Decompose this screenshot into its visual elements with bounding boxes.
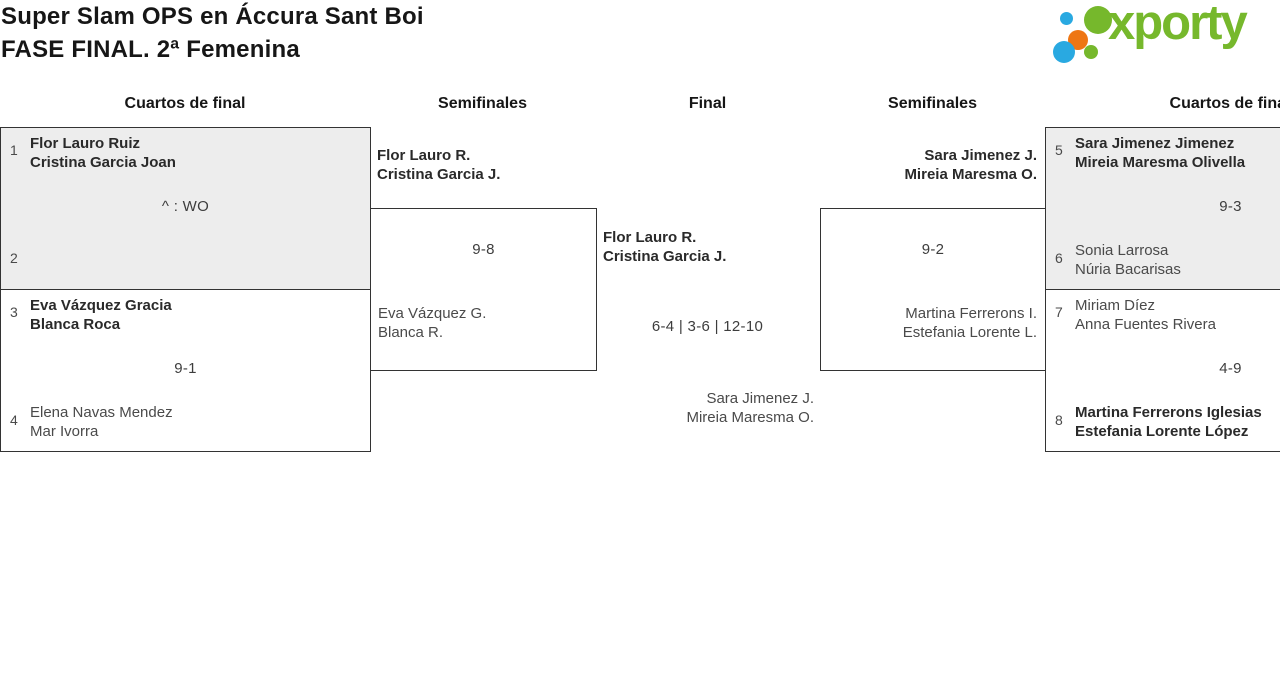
match-score: 9-2 xyxy=(921,241,945,258)
round-header-semifinals-right: Semifinales xyxy=(888,95,977,112)
player-name: Sara Jimenez Jimenez xyxy=(1075,135,1235,152)
team-names: Martina Ferrerons Iglesias Estefania Lor… xyxy=(1075,403,1262,441)
xporty-logo-text: xporty xyxy=(1108,0,1248,50)
match-semifinal-right: 9-2 Martina Ferrerons I. Estefania Loren… xyxy=(820,208,1046,371)
player-name: Cristina Garcia J. xyxy=(603,248,727,265)
match-score: 9-3 xyxy=(1219,198,1242,215)
round-header-quarterfinals-right: Cuartos de final xyxy=(1169,95,1280,112)
player-name: Mar Ivorra xyxy=(30,423,99,440)
player-name: Sara Jimenez J. xyxy=(924,147,1037,164)
semifinal-left-team2: Eva Vázquez G. Blanca R. xyxy=(378,304,486,342)
seed-number: 7 xyxy=(1055,304,1063,320)
team-names: Miriam Díez Anna Fuentes Rivera xyxy=(1075,296,1216,334)
player-name: Estefania Lorente L. xyxy=(902,324,1037,341)
team-names: Sara Jimenez Jimenez Mireia Maresma Oliv… xyxy=(1075,134,1245,172)
player-name: Blanca Roca xyxy=(30,316,121,333)
player-name: Martina Ferrerons I. xyxy=(905,305,1037,322)
seed-number: 6 xyxy=(1055,250,1063,266)
player-name: Mireia Maresma Olivella xyxy=(1075,154,1246,171)
page-title-line1: Super Slam OPS en Áccura Sant Boi xyxy=(1,3,424,30)
player-name: Eva Vázquez G. xyxy=(378,305,487,322)
logo-dot-blue-large-icon xyxy=(1053,41,1075,63)
seed-number: 2 xyxy=(10,250,18,266)
match-quarterfinal-left-1: 1 Flor Lauro Ruiz Cristina Garcia Joan ^… xyxy=(0,127,371,290)
player-name: Núria Bacarisas xyxy=(1075,261,1181,278)
player-name: Blanca R. xyxy=(378,324,444,341)
seed-number: 4 xyxy=(10,412,18,428)
match-quarterfinal-right-1: 5 Sara Jimenez Jimenez Mireia Maresma Ol… xyxy=(1045,127,1280,290)
player-name: Mireia Maresma O. xyxy=(904,166,1037,183)
final-team1: Flor Lauro R. Cristina Garcia J. xyxy=(603,228,726,266)
team-names: Flor Lauro Ruiz Cristina Garcia Joan xyxy=(30,134,176,172)
match-semifinal-left: 9-8 Eva Vázquez G. Blanca R. xyxy=(370,208,597,371)
player-name: Cristina Garcia Joan xyxy=(30,154,176,171)
semifinal-right-team1: Sara Jimenez J. Mireia Maresma O. xyxy=(820,146,1037,184)
match-score: 4-9 xyxy=(1219,360,1242,377)
match-quarterfinal-right-2: 7 Miriam Díez Anna Fuentes Rivera 4-9 Ma… xyxy=(1045,289,1280,452)
player-name: Flor Lauro Ruiz xyxy=(30,135,140,152)
seed-number: 1 xyxy=(10,142,18,158)
round-header-semifinals-left: Semifinales xyxy=(438,95,527,112)
player-name: Eva Vázquez Gracia xyxy=(30,297,172,314)
player-name: Sonia Larrosa xyxy=(1075,242,1169,259)
logo-dot-green-small-icon xyxy=(1084,45,1098,59)
match-quarterfinal-left-2: 3 Eva Vázquez Gracia Blanca Roca 9-1 Ele… xyxy=(0,289,371,452)
semifinal-right-team2: Martina Ferrerons I. Estefania Lorente L… xyxy=(903,304,1037,342)
player-name: Anna Fuentes Rivera xyxy=(1075,316,1216,333)
player-name: Martina Ferrerons Iglesias xyxy=(1075,404,1262,421)
player-name: Cristina Garcia J. xyxy=(377,166,501,183)
player-name: Flor Lauro R. xyxy=(377,147,471,164)
team-names: Eva Vázquez Gracia Blanca Roca xyxy=(30,296,172,334)
seed-number: 3 xyxy=(10,304,18,320)
page-title: Super Slam OPS en Áccura Sant Boi FASE F… xyxy=(1,0,424,66)
semifinal-left-team1: Flor Lauro R. Cristina Garcia J. xyxy=(377,146,500,184)
match-score: ^ : WO xyxy=(161,198,210,215)
match-score: 9-1 xyxy=(174,360,197,377)
match-score: 9-8 xyxy=(472,241,495,258)
player-name: Elena Navas Mendez xyxy=(30,404,173,421)
xporty-logo[interactable]: xporty xyxy=(1048,0,1280,72)
seed-number: 8 xyxy=(1055,412,1063,428)
page-title-line2: FASE FINAL. 2ª Femenina xyxy=(1,36,300,63)
player-name: Estefania Lorente López xyxy=(1075,423,1249,440)
round-header-final: Final xyxy=(688,95,727,112)
logo-dot-green-large-icon xyxy=(1084,6,1112,34)
player-name: Flor Lauro R. xyxy=(603,229,697,246)
team-names: Elena Navas Mendez Mar Ivorra xyxy=(30,403,173,441)
player-name: Miriam Díez xyxy=(1075,297,1156,314)
final-team2: Sara Jimenez J. Mireia Maresma O. xyxy=(595,389,814,427)
seed-number: 5 xyxy=(1055,142,1063,158)
round-header-quarterfinals-left: Cuartos de final xyxy=(124,95,246,112)
player-name: Mireia Maresma O. xyxy=(686,409,814,426)
logo-dot-blue-small-icon xyxy=(1060,12,1073,25)
team-names: Sonia Larrosa Núria Bacarisas xyxy=(1075,241,1181,279)
final-score: 6-4 | 3-6 | 12-10 xyxy=(651,318,764,335)
player-name: Sara Jimenez J. xyxy=(706,390,814,407)
